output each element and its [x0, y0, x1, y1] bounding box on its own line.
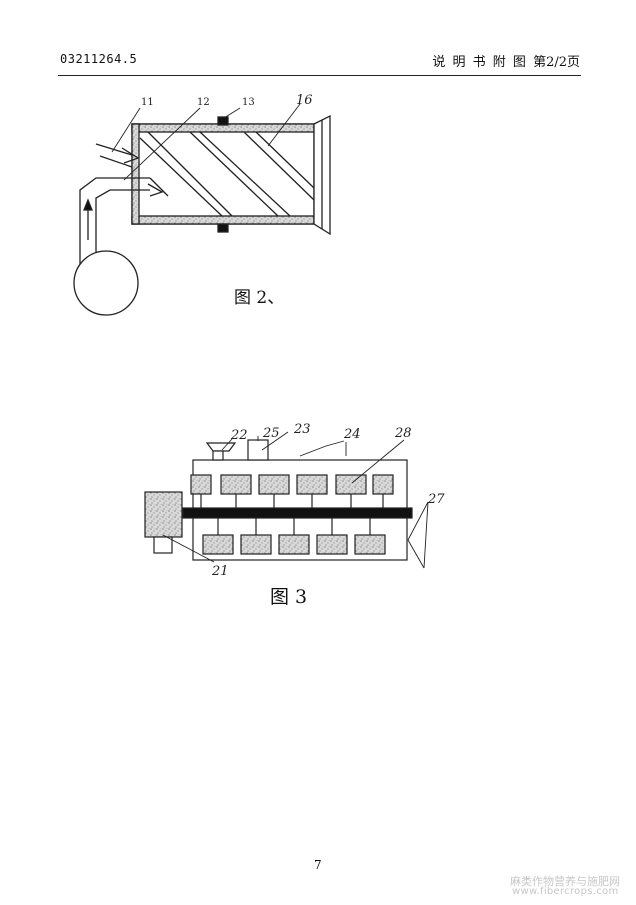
fig2-label-12: 12	[197, 97, 210, 108]
fig2-drum-left-wall	[131, 123, 140, 225]
figure-2-drawing	[73, 103, 331, 316]
fig3-label-27: 27	[427, 492, 445, 507]
fig2-up-arrow	[83, 198, 93, 240]
fig2-leader-lines	[111, 103, 301, 181]
watermark-url: www.fibercrops.com	[512, 886, 619, 897]
application-number: 03211264.5	[60, 52, 138, 66]
page-of-label: 第2/2页	[533, 55, 580, 70]
fig2-helical-blades	[139, 131, 315, 217]
page-number: 7	[314, 858, 322, 872]
fig3-label-21: 21	[211, 564, 229, 579]
fig3-label-24: 24	[343, 427, 361, 442]
fig2-support-block-bottom	[217, 223, 229, 233]
fig2-drum-bottom-wall	[131, 215, 315, 225]
fig2-label-16: 16	[296, 93, 313, 108]
fig2-air-duct	[79, 177, 169, 270]
fig3-label-22: 22	[230, 428, 248, 443]
fig3-label-23: 23	[293, 422, 311, 437]
figure-3-drawing	[144, 431, 429, 569]
fig3-inlet-box	[247, 439, 269, 461]
watermark-site-name: 麻类作物营养与施肥网	[510, 875, 620, 888]
fig3-upper-paddles	[190, 474, 394, 508]
fig3-main-shaft	[182, 507, 413, 519]
fig3-motor-base	[153, 536, 173, 554]
fig3-leader-lines	[162, 431, 429, 569]
fig3-label-28: 28	[394, 426, 412, 441]
fig3-hopper	[205, 442, 237, 452]
fig2-fan-circle	[73, 250, 139, 316]
fig2-support-block-top	[217, 116, 229, 126]
fig2-label-13: 13	[242, 97, 255, 108]
header-title: 说 明 书 附 图 第2/2页	[432, 51, 580, 70]
fig3-label-25: 25	[262, 426, 280, 441]
header-rule	[58, 75, 581, 76]
figure-3-caption: 图 3	[270, 586, 308, 608]
doc-section-label: 说 明 书 附 图	[432, 55, 526, 70]
fig3-lower-paddles	[202, 518, 386, 555]
fig3-motor	[144, 491, 183, 538]
figure-2-caption: 图 2、	[234, 288, 285, 308]
fig2-label-11: 11	[141, 97, 154, 108]
